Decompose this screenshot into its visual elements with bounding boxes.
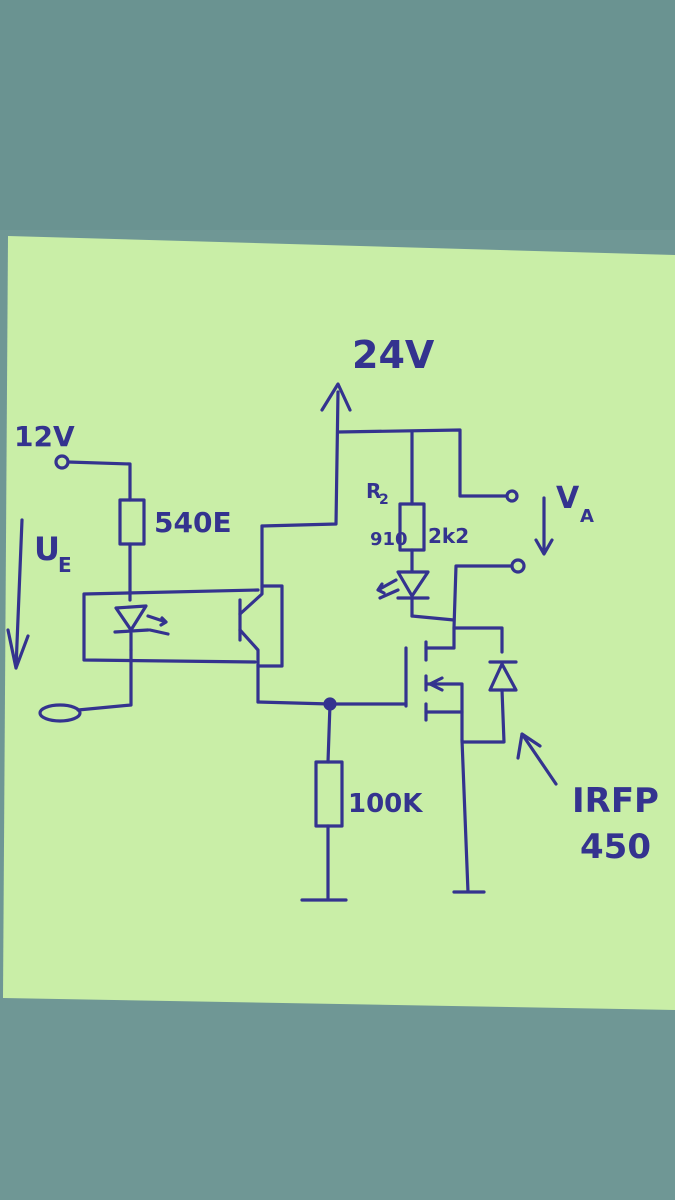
- label-12v: 12V: [14, 420, 75, 453]
- terminal-return: [38, 703, 82, 723]
- circuit-drawing: [6, 382, 558, 902]
- phototransistor-collector: [238, 524, 264, 616]
- optocoupler-led: [114, 604, 148, 632]
- wire-node-resistor: [326, 702, 332, 764]
- mosfet-body: [424, 682, 464, 742]
- optocoupler-outline: [82, 588, 260, 664]
- phototransistor-emitter: [238, 628, 260, 704]
- mosfet-arrow: [428, 676, 444, 692]
- rail-24v: [336, 428, 508, 498]
- label-r2-main: R: [366, 479, 381, 503]
- label-va-main: V: [556, 481, 580, 516]
- phototransistor-body: [256, 584, 284, 668]
- ue-arrow: [6, 518, 30, 670]
- led-light-arrows: [146, 614, 170, 636]
- sticky-note: [3, 236, 675, 1010]
- wire-collector-24v: [260, 390, 340, 528]
- terminal-va-top: [505, 489, 519, 503]
- label-pointer-arrow: [516, 732, 558, 786]
- led-bar: [113, 628, 150, 652]
- indicator-led: [396, 570, 430, 598]
- label-450: 450: [580, 827, 651, 867]
- label-r2-struck: 910: [370, 529, 408, 550]
- mosfet-source: [452, 738, 486, 894]
- label-r2-sub: 2: [379, 492, 389, 508]
- va-arrow: [534, 496, 554, 556]
- indicator-led-arrows: [376, 578, 400, 600]
- indicator-led-bar: [396, 596, 430, 618]
- wire-return: [76, 648, 133, 712]
- wire-resistor-ground: [300, 824, 348, 902]
- label-540e: 540E: [154, 506, 232, 539]
- label-irfp: IRFP: [572, 781, 659, 821]
- label-ue-sub: E: [58, 553, 72, 577]
- mosfet-drain-lead: [424, 626, 456, 650]
- wire-led-drain: [410, 614, 456, 622]
- desk-shade-top: [0, 0, 675, 230]
- label-va-sub: A: [580, 506, 594, 527]
- label-100k: 100K: [348, 789, 423, 819]
- label-r2-value: 2k2: [428, 524, 469, 548]
- label-24v: 24V: [352, 333, 435, 377]
- label-ue-main: U: [34, 530, 60, 568]
- arrow-24v: [320, 382, 352, 412]
- wire-12v: [66, 460, 132, 502]
- resistor-540e: [118, 498, 146, 546]
- body-diode-bar: [460, 660, 518, 744]
